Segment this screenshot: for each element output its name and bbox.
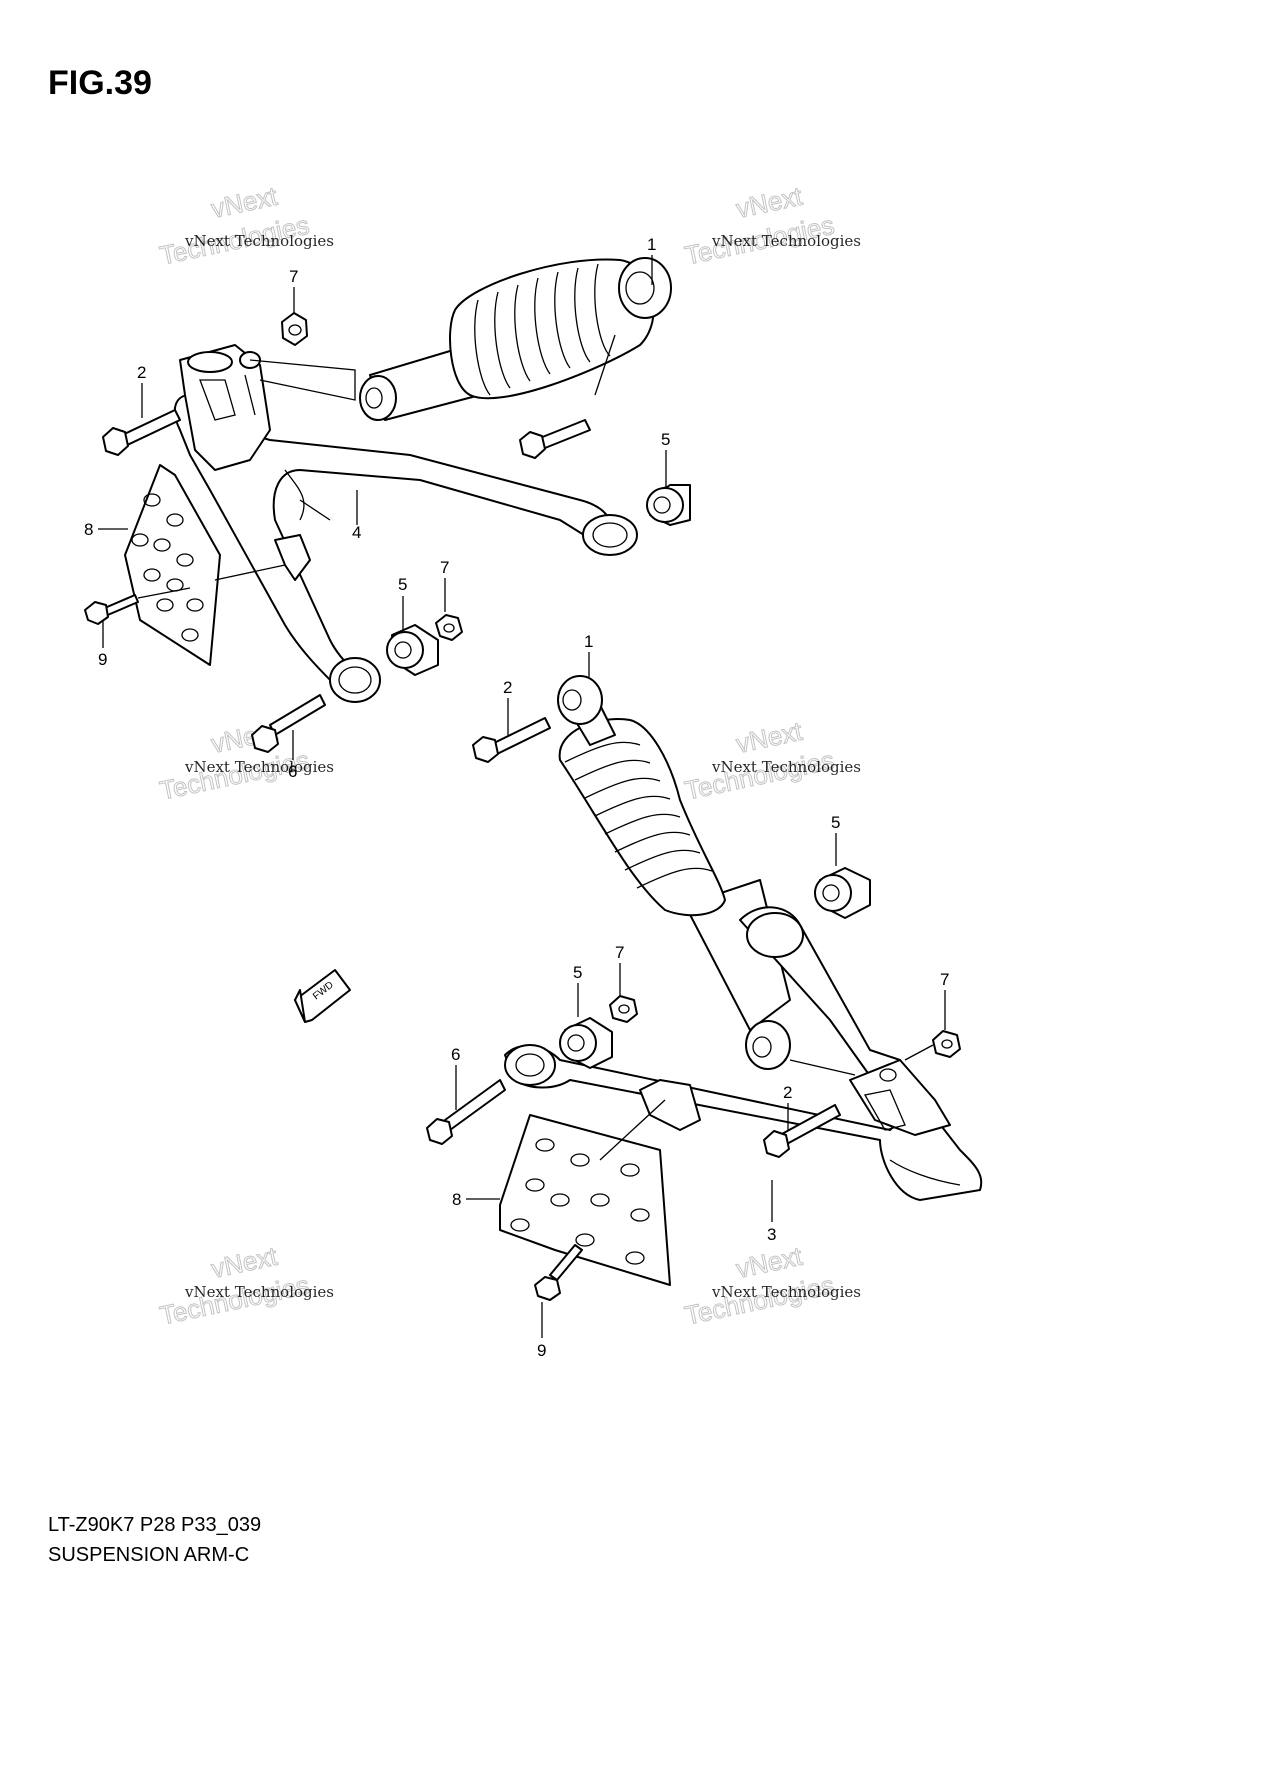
bolt-shock-top xyxy=(519,419,591,459)
bushing-5-bottom-right xyxy=(814,867,871,919)
bushing-5-top-right xyxy=(646,484,691,526)
top-assembly xyxy=(84,257,691,753)
callout-7-top: 7 xyxy=(289,267,298,286)
mount-bracket-top xyxy=(179,344,271,471)
svg-text:vNext Technologies: vNext Technologies xyxy=(711,1283,861,1301)
callout-2-bottom-lower: 2 xyxy=(783,1083,792,1102)
arm-bushing-end xyxy=(582,514,638,556)
screw-9-top xyxy=(84,594,139,625)
callout-8-top: 8 xyxy=(84,520,93,539)
callout-5-top-mid: 5 xyxy=(398,575,407,594)
callout-6-bottom: 6 xyxy=(451,1045,460,1064)
bushing-5-top-mid xyxy=(386,624,439,676)
bolt-2-top xyxy=(102,409,181,456)
nut-7-bottom-mid xyxy=(609,995,638,1023)
suspension-arm-3 xyxy=(504,906,983,1201)
bottom-assembly xyxy=(426,675,983,1301)
bolt-2-bottom-lower xyxy=(763,1104,841,1158)
svg-text:vNext Technologies: vNext Technologies xyxy=(184,1283,334,1301)
callout-8-bottom: 8 xyxy=(452,1190,461,1209)
callout-9-bottom: 9 xyxy=(537,1341,546,1360)
callout-5-bottom-right: 5 xyxy=(831,813,840,832)
callout-5-bottom-left: 5 xyxy=(573,963,582,982)
callout-2-bottom-upper: 2 xyxy=(503,678,512,697)
bolt-6-top xyxy=(251,694,326,753)
screw-9-bottom xyxy=(534,1244,583,1301)
figure-code: LT-Z90K7 P28 P33_039 xyxy=(48,1514,262,1536)
callout-1-top: 1 xyxy=(647,235,656,254)
nut-7-top xyxy=(281,312,308,346)
callout-4: 4 xyxy=(352,523,361,542)
callout-5-top-right: 5 xyxy=(661,430,670,449)
shock-absorber-top xyxy=(359,257,672,421)
figure-name: SUSPENSION ARM-C xyxy=(48,1544,250,1566)
callout-7-bottom-right: 7 xyxy=(940,970,949,989)
bolt-2-bottom-upper xyxy=(472,717,551,763)
callout-7-bottom-mid: 7 xyxy=(615,943,624,962)
footrest-plate-8-bottom xyxy=(499,1114,671,1286)
figure-title: FIG.39 xyxy=(48,64,152,102)
svg-text:vNext Technologies: vNext Technologies xyxy=(711,232,861,250)
svg-text:vNext Technologies: vNext Technologies xyxy=(711,758,861,776)
footrest-plate-8-top xyxy=(124,464,221,666)
callout-2-top: 2 xyxy=(137,363,146,382)
fwd-arrow: FWD xyxy=(294,969,351,1023)
callouts: 1 7 2 5 4 8 9 5 7 6 1 2 5 7 5 7 6 2 xyxy=(84,235,949,1360)
svg-text:vNext Technologies: vNext Technologies xyxy=(184,758,334,776)
svg-text:vNext Technologies: vNext Technologies xyxy=(184,232,334,250)
callout-7-top-mid: 7 xyxy=(440,558,449,577)
bolt-6-bottom xyxy=(426,1079,506,1145)
bushing-5-bottom-left xyxy=(559,1017,613,1069)
callout-6-top: 6 xyxy=(288,762,297,781)
callout-1-bottom: 1 xyxy=(584,632,593,651)
nut-7-top-mid xyxy=(435,614,463,641)
figure-caption: LT-Z90K7 P28 P33_039 SUSPENSION ARM-C xyxy=(48,1510,261,1570)
callout-9-top: 9 xyxy=(98,650,107,669)
nut-7-bottom-right xyxy=(932,1030,961,1058)
callout-3: 3 xyxy=(767,1225,776,1244)
